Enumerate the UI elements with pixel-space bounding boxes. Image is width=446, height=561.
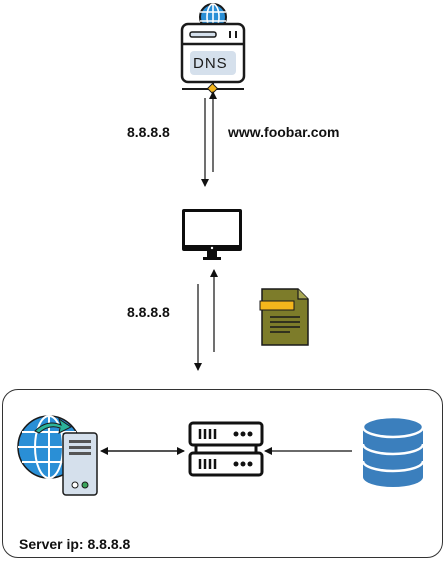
dns-query-label: www.foobar.com xyxy=(228,124,340,140)
rack-server-icon xyxy=(188,421,264,477)
web-server-icon xyxy=(17,415,98,496)
server-group-box xyxy=(2,389,443,558)
dns-response-label: 8.8.8.8 xyxy=(127,124,170,140)
database-icon xyxy=(361,415,425,487)
document-icon xyxy=(259,288,309,346)
server-ip-label: Server ip: 8.8.8.8 xyxy=(19,536,131,552)
dns-icon-text: DNS xyxy=(193,55,228,72)
dns-server-icon xyxy=(180,3,246,95)
monitor-icon xyxy=(182,209,242,260)
client-request-label: 8.8.8.8 xyxy=(127,304,170,320)
